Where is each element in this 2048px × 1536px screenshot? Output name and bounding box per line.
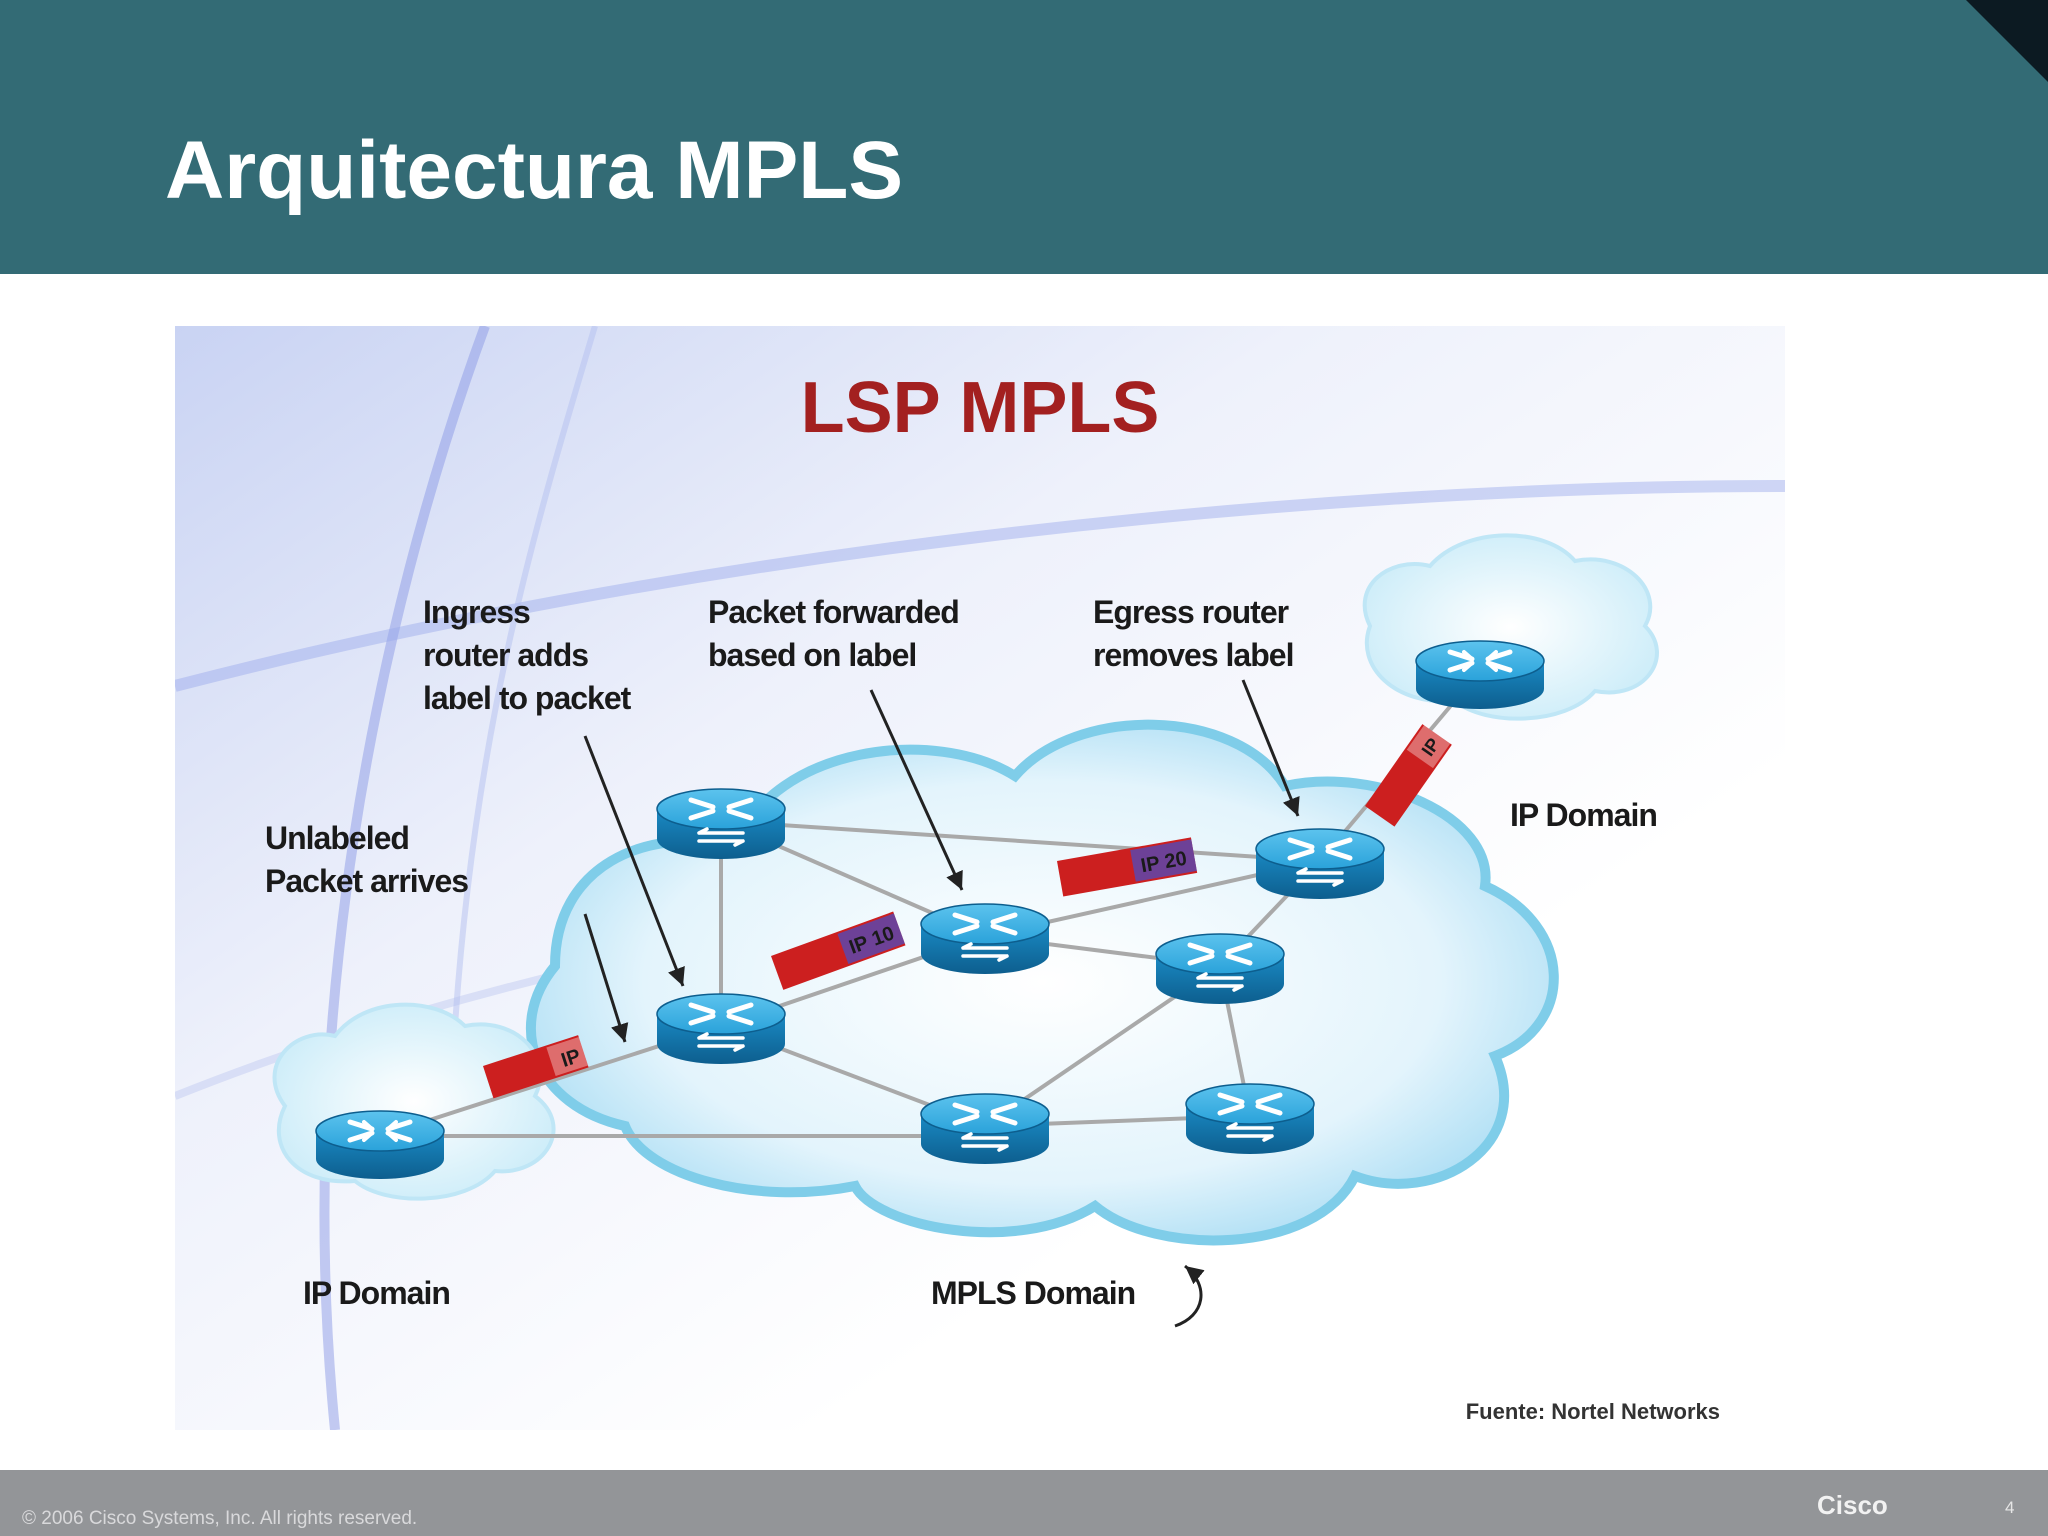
packet-labeled-20: IP 20 [1057, 837, 1198, 897]
router-icon [657, 994, 785, 1064]
router-icon [1416, 641, 1544, 709]
label-mpls-domain: MPLS Domain [931, 1275, 1135, 1311]
label-ip-domain-left: IP Domain [303, 1275, 450, 1311]
label-source: Fuente: Nortel Networks [1466, 1399, 1720, 1424]
decorative-swoosh [452, 326, 598, 1027]
mpls-diagram: LSP MPLS IP IP 10 [175, 326, 1785, 1430]
slide-footer: © 2006 Cisco Systems, Inc. All rights re… [0, 1470, 2048, 1536]
label-ingress-line1: Ingress [423, 594, 530, 630]
slide-title: Arquitectura MPLS [165, 125, 904, 216]
label-ingress-line2: router adds [423, 637, 588, 673]
router-icon [921, 1094, 1049, 1164]
router-icon [657, 789, 785, 859]
decorative-swoosh [175, 480, 1785, 692]
label-egress-line1: Egress router [1093, 594, 1289, 630]
label-forwarded-line1: Packet forwarded [708, 594, 959, 630]
packet-unlabeled: IP [483, 1035, 589, 1099]
router-icon [1156, 934, 1284, 1004]
label-forwarded-line2: based on label [708, 637, 916, 673]
annotation-arrows [583, 679, 1300, 1328]
packet-egress: IP [1365, 724, 1452, 827]
header-corner-accent [1966, 0, 2048, 82]
label-ingress-line3: label to packet [423, 680, 632, 716]
label-egress-line2: removes label [1093, 637, 1293, 673]
label-unlabeled-line2: Packet arrives [265, 863, 468, 899]
label-ip-domain-right: IP Domain [1510, 797, 1657, 833]
mpls-diagram-svg: LSP MPLS IP IP 10 [175, 326, 1785, 1430]
router-icon [921, 904, 1049, 974]
brand-name: Cisco [1817, 1490, 1888, 1520]
slide-header: Arquitectura MPLS [0, 0, 2048, 274]
page-number: 4 [2005, 1498, 2015, 1517]
diagram-title: LSP MPLS [801, 368, 1160, 448]
router-icon [1256, 829, 1384, 899]
router-icon [316, 1111, 444, 1179]
label-unlabeled-line1: Unlabeled [265, 820, 409, 856]
copyright-text: © 2006 Cisco Systems, Inc. All rights re… [22, 1508, 418, 1529]
router-icon [1186, 1084, 1314, 1154]
decorative-swoosh [319, 326, 490, 1430]
